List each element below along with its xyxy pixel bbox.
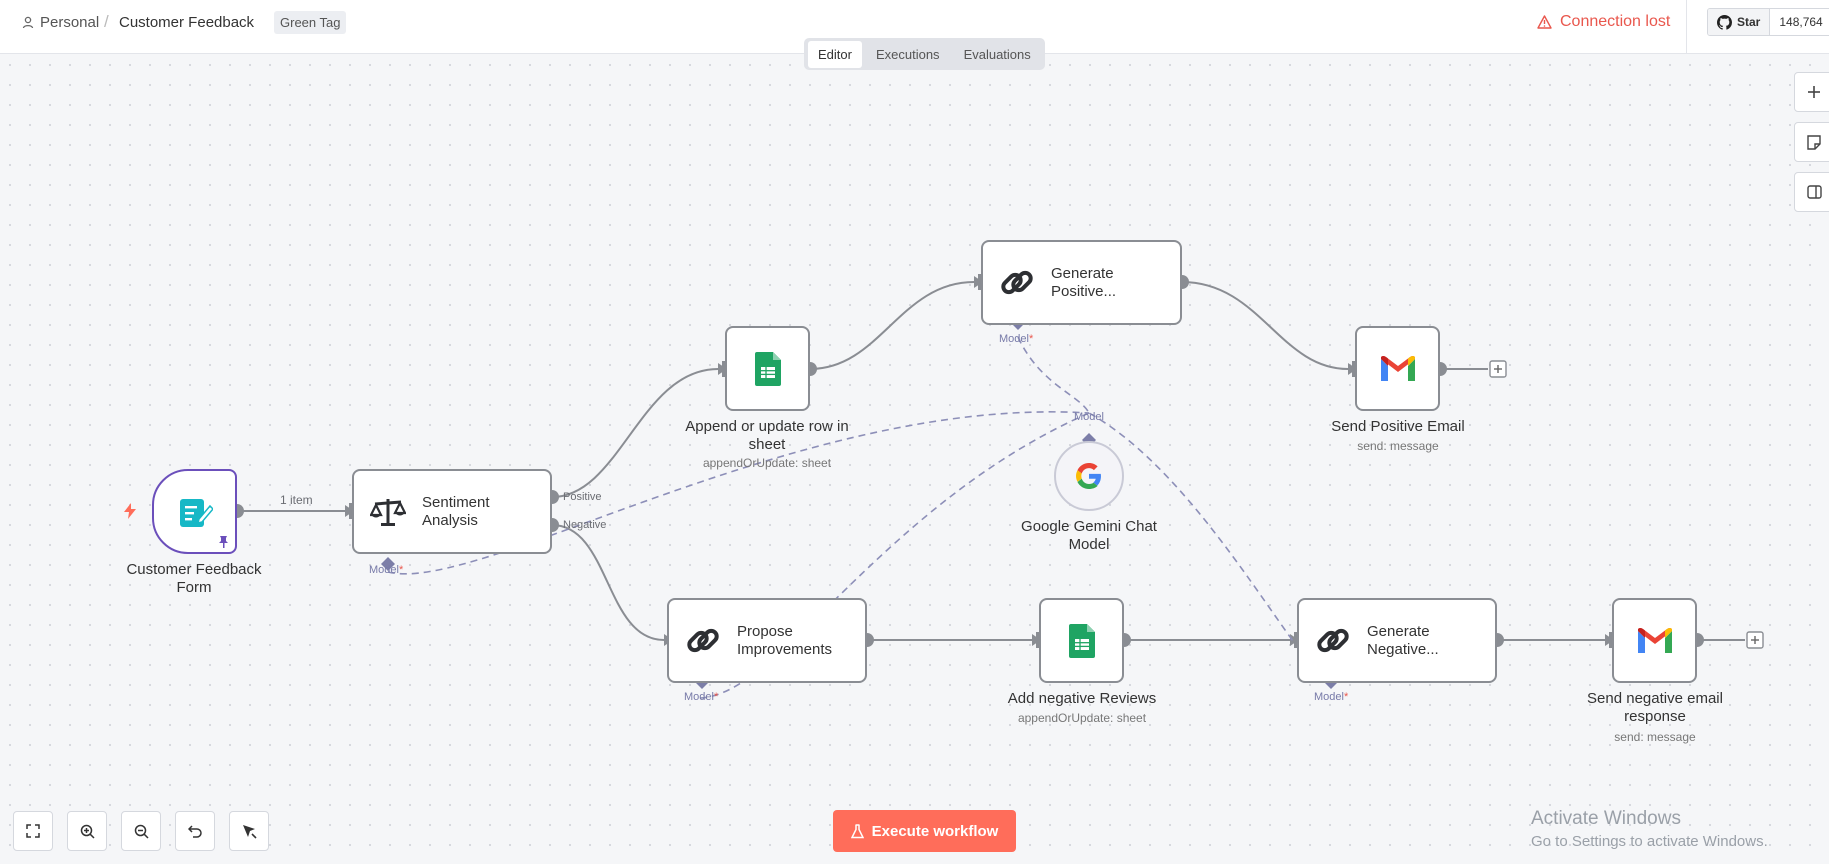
edge-genpositive-sendpositive bbox=[1181, 281, 1349, 370]
edge-negative-propose bbox=[551, 524, 665, 641]
google-sheets-icon bbox=[1068, 623, 1095, 658]
view-tabs: Editor Executions Evaluations bbox=[804, 38, 1045, 70]
tidy-up-icon bbox=[243, 825, 257, 839]
fit-view-icon bbox=[26, 824, 40, 838]
plus-icon bbox=[1808, 86, 1820, 98]
execute-workflow-button[interactable]: Execute workflow bbox=[833, 810, 1016, 852]
windows-activation-subtitle: Go to Settings to activate Windows. bbox=[1531, 833, 1768, 850]
form-icon bbox=[179, 498, 213, 527]
node-add-negative-reviews[interactable] bbox=[1039, 598, 1124, 683]
node-title-sentiment: Sentiment Analysis bbox=[422, 493, 490, 529]
panel-toggle-icon bbox=[1806, 185, 1822, 199]
output-label-negative: Negative bbox=[563, 519, 607, 531]
ai-edge-sentiment-model bbox=[387, 411, 1090, 575]
node-title-propose: Propose Improvements bbox=[737, 622, 833, 658]
add-sticky-note-button[interactable] bbox=[1794, 122, 1829, 162]
breadcrumb-separator: / bbox=[104, 12, 109, 31]
node-label-sendpositive: Send Positive Email bbox=[1331, 418, 1465, 435]
zoom-in-icon bbox=[80, 824, 95, 839]
connection-status-text: Connection lost bbox=[1560, 13, 1671, 30]
edge-label-items: 1 item bbox=[280, 493, 313, 507]
node-generate-positive[interactable]: Generate Positive... bbox=[981, 240, 1182, 325]
zoom-in-button[interactable] bbox=[67, 811, 107, 851]
flask-icon bbox=[850, 823, 864, 838]
zoom-out-button[interactable] bbox=[121, 811, 161, 851]
model-port-gennegative: Model* bbox=[1314, 691, 1349, 703]
undo-icon bbox=[187, 825, 202, 838]
node-append-row[interactable] bbox=[725, 326, 810, 411]
node-propose-improvements[interactable]: Propose Improvements bbox=[667, 598, 867, 683]
node-customer-feedback-form[interactable] bbox=[152, 469, 237, 554]
pin-icon bbox=[219, 536, 228, 548]
tab-evaluations[interactable]: Evaluations bbox=[963, 46, 1031, 62]
node-label-append: Append or update row in sheet bbox=[685, 418, 849, 453]
node-send-negative-email[interactable] bbox=[1612, 598, 1697, 683]
github-star-label: Star bbox=[1737, 15, 1761, 29]
output-label-positive: Positive bbox=[563, 491, 602, 503]
node-label-trigger: Customer Feedback Form bbox=[126, 561, 262, 596]
output-handles bbox=[230, 275, 1704, 647]
zoom-out-icon bbox=[134, 824, 149, 839]
node-label-sendnegative: Send negative email response bbox=[1587, 690, 1723, 725]
add-node-panel-button[interactable] bbox=[1794, 72, 1829, 112]
google-sheets-icon bbox=[754, 351, 781, 386]
connection-status: Connection lost bbox=[1537, 13, 1670, 31]
github-star-button[interactable]: Star bbox=[1708, 9, 1771, 35]
chain-link-icon bbox=[1001, 270, 1033, 294]
workflow-tag[interactable]: Green Tag bbox=[274, 11, 347, 34]
github-star-widget[interactable]: Star 148,764 bbox=[1707, 8, 1829, 36]
workspace-name: Personal bbox=[40, 14, 100, 31]
chain-link-icon bbox=[1317, 628, 1349, 652]
model-port-genpositive: Model* bbox=[999, 333, 1034, 345]
github-star-count: 148,764 bbox=[1779, 15, 1823, 29]
windows-activation-title: Activate Windows bbox=[1531, 808, 1681, 829]
edge-append-genpositive bbox=[809, 281, 975, 370]
trigger-bolt-icon bbox=[124, 503, 136, 519]
node-sentiment-analysis[interactable]: Sentiment Analysis bbox=[352, 469, 552, 554]
workflow-canvas[interactable]: 1 item Customer Feedback Form bbox=[0, 55, 1829, 864]
gmail-icon bbox=[1380, 355, 1415, 381]
node-send-positive-email[interactable] bbox=[1355, 326, 1440, 411]
warning-icon bbox=[1537, 15, 1552, 29]
model-port-propose: Model* bbox=[684, 691, 719, 703]
node-subtitle-addnegative: appendOrUpdate: sheet bbox=[1017, 711, 1147, 725]
undo-button[interactable] bbox=[175, 811, 215, 851]
node-label-addnegative: Add negative Reviews bbox=[1007, 690, 1157, 707]
sticky-note-icon bbox=[1807, 134, 1821, 150]
fit-view-button[interactable] bbox=[13, 811, 53, 851]
node-subtitle-sendnegative: send: message bbox=[1614, 730, 1696, 744]
tidy-up-button[interactable] bbox=[229, 811, 269, 851]
gmail-icon bbox=[1637, 627, 1672, 653]
node-title-genpositive: Generate Positive... bbox=[1051, 264, 1117, 300]
model-port-sentiment: Model* bbox=[369, 564, 404, 576]
header-divider bbox=[1686, 0, 1687, 54]
breadcrumb-workspace[interactable]: Personal bbox=[22, 14, 99, 31]
chain-link-icon bbox=[687, 628, 719, 652]
toggle-panel-button[interactable] bbox=[1794, 172, 1829, 212]
scale-icon bbox=[370, 498, 406, 526]
ai-edge-propose-model bbox=[699, 412, 1090, 699]
tab-editor[interactable]: Editor bbox=[808, 40, 862, 68]
tab-executions[interactable]: Executions bbox=[875, 46, 940, 62]
ai-edge-genpositive-model bbox=[1017, 336, 1090, 414]
google-icon bbox=[1076, 463, 1101, 489]
gemini-port-label: Model bbox=[1074, 411, 1104, 423]
workflow-name-text: Customer Feedback bbox=[119, 14, 255, 31]
node-subtitle-append: appendOrUpdate: sheet bbox=[702, 456, 832, 470]
node-label-gemini: Google Gemini Chat Model bbox=[1021, 518, 1157, 553]
node-generate-negative[interactable]: Generate Negative... bbox=[1297, 598, 1497, 683]
github-icon bbox=[1717, 14, 1732, 30]
execute-workflow-label: Execute workflow bbox=[871, 822, 999, 840]
workflow-name[interactable]: Customer Feedback bbox=[119, 14, 254, 31]
edge-positive-append bbox=[551, 368, 719, 498]
node-title-gennegative: Generate Negative... bbox=[1367, 622, 1439, 658]
user-icon bbox=[22, 16, 34, 29]
node-subtitle-sendpositive: send: message bbox=[1357, 439, 1439, 453]
node-google-gemini[interactable] bbox=[1054, 441, 1124, 511]
connections-layer bbox=[230, 274, 1764, 699]
